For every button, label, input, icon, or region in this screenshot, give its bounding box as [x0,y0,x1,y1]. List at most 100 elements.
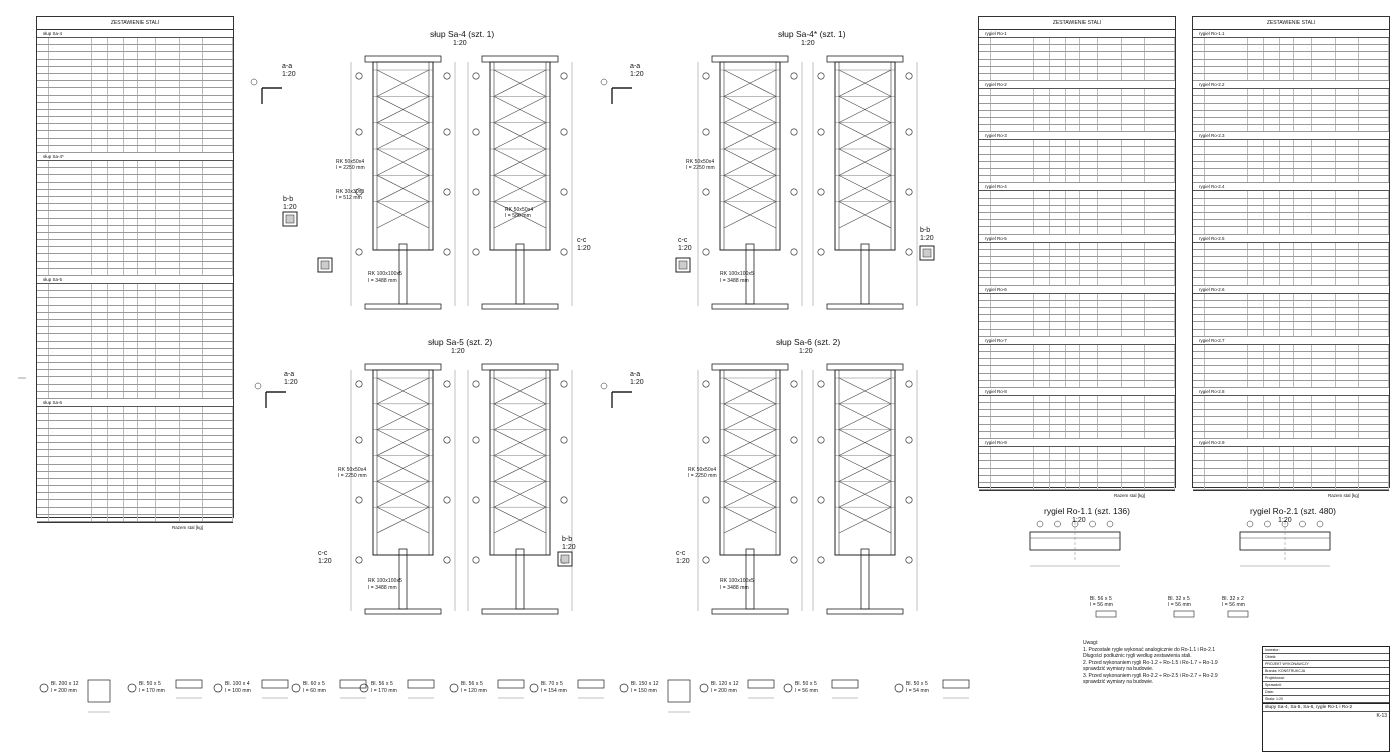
callout-circle [1281,520,1289,528]
section-scale-cc-4: 1:20 [676,558,690,565]
table-row [979,205,1175,213]
plate-length: l = 170 mm [371,688,397,694]
callout-circle [355,248,363,256]
callout-circle [790,556,798,564]
table-row [37,355,233,364]
callout-circle [790,188,798,196]
table-row [37,312,233,320]
table-row [1193,403,1389,411]
table-row [979,154,1175,162]
table-group-header: rygiel Ro-2.5 [1193,234,1389,243]
callout-circle [1316,520,1324,528]
table-row [979,198,1175,206]
member-callout-len: l = 2250 mm [688,473,717,479]
callout-circle [560,380,568,388]
callout-circle [817,72,825,80]
drawing-scale-sa4s: 1:20 [801,40,815,47]
plate-shape [942,679,970,689]
cap-plate [711,55,789,63]
table-row [979,191,1175,199]
table-row [979,424,1175,432]
callout-circle [817,496,825,504]
lacing-bar [376,481,430,508]
table-row [37,211,233,219]
table-row [979,66,1175,74]
plate-callout-circle [894,683,904,693]
table-row [979,169,1175,177]
table-row [979,161,1175,169]
callout-circle [1106,520,1114,528]
table-row [37,407,233,415]
table-group-header: rygiel Ro-2.9 [1193,439,1389,447]
lacing-bar [493,455,547,482]
lacing-bar [493,506,547,534]
table-row [37,435,233,443]
plate-length: l = 120 mm [461,688,487,694]
column-base-stub [860,548,870,610]
callout-circle [702,496,710,504]
plate-callout-circle [127,683,137,693]
plate-length: l = 56 mm [795,688,818,694]
plate-label: Bl. 50 x 5 [906,681,928,687]
callout-circle [790,496,798,504]
callout-circle [443,248,451,256]
table-row [1193,278,1389,286]
section-label-aa-3: a-a [284,371,295,378]
lacing-bar [376,148,430,176]
callout-circle [817,556,825,564]
note-line: 3. Przed wykonaniem rygli Ro-2.2 ÷ Ro-2.… [1083,672,1218,679]
table-group-header: rygiel Ro-5 [979,234,1175,243]
table-row [1193,38,1389,46]
table-row [37,457,233,465]
notes-heading: Uwagi: [1083,640,1099,646]
base-plate [711,608,789,615]
plate-shape [261,679,289,689]
column-base-stub [860,243,870,305]
table-row [1193,169,1389,177]
plate-callout-circle [619,683,629,693]
lacing-bar [838,69,892,97]
table-row [979,89,1175,97]
callout-circle [790,72,798,80]
callout-circle [254,382,262,390]
drawing-scale-sa5: 1:20 [451,348,465,355]
table-group-header: rygiel Ro-7 [979,336,1175,345]
lacing-bar [723,96,777,123]
table-row [1193,176,1389,184]
callout-circle [472,556,480,564]
table-row [1193,424,1389,432]
table-row [37,81,233,89]
table-row [37,377,233,385]
column-outline [372,61,434,251]
table-row [37,363,233,371]
table-row [979,278,1175,286]
table-group-header: słup Sa-4* [37,153,233,161]
callout-circle [472,496,480,504]
callout-circle [702,380,710,388]
table-row [979,395,1175,404]
table-row [979,431,1175,439]
table-row [979,103,1175,111]
table-row [37,204,233,212]
plate-label: Bl. 50 x 5 [139,681,161,687]
table-row [1193,89,1389,97]
table-row [37,88,233,96]
drawing-title-sa4: słup Sa-4 (szt. 1) [430,29,495,39]
column-outline [372,369,434,556]
table-group-header: rygiel Ro-6 [979,285,1175,294]
table-row [37,225,233,233]
base-plate [364,608,442,615]
lacing-bar [723,455,777,482]
callout-circle [472,436,480,444]
table-row [37,319,233,328]
table-row [979,52,1175,60]
plate-callout-circle [213,683,223,693]
plate-shape [407,679,435,689]
section-label-cc: c-c [577,237,587,244]
table-row [1193,315,1389,323]
drawing-title-sa6: słup Sa-6 (szt. 2) [776,337,841,347]
plate-label: Bl. 60 x 5 [303,681,325,687]
plate-callout-circle [291,683,301,693]
